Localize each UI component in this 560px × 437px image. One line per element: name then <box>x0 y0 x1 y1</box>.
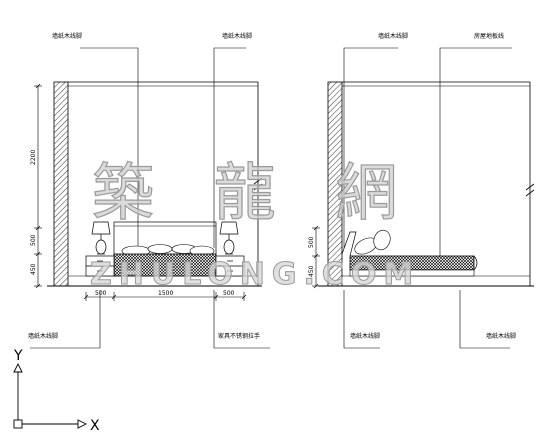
leader-right-bottom-left <box>343 290 380 349</box>
right-elevation: 500 450 墙纸木线脚 房屋地板线 墙纸木线脚 墙纸木线脚 <box>308 32 535 349</box>
leader-bottom-left <box>30 290 101 349</box>
leader-right-top-left <box>343 47 398 248</box>
left-horizontal-dims <box>83 292 247 301</box>
side-pillows <box>354 229 391 255</box>
nightstand-left <box>85 255 115 277</box>
leader-right-top-right <box>439 47 512 256</box>
ucs-x-label: X <box>90 418 100 434</box>
left-wall-hatch <box>53 81 69 287</box>
left-elevation: 2200 500 450 500 1500 500 墙纸木线脚 墙纸木线脚 墙纸… <box>28 32 270 349</box>
right-dim-height-450: 450 <box>308 265 315 277</box>
leader-right-bottom-right <box>459 290 510 349</box>
lamp-left <box>91 221 111 255</box>
dim-height-450: 450 <box>30 263 37 275</box>
dim-width-500-right: 500 <box>223 290 235 297</box>
dim-height-500: 500 <box>30 234 37 246</box>
label-left-top-right: 墙纸木线脚 <box>222 32 252 40</box>
label-left-bottom-left: 墙纸木线脚 <box>28 332 58 340</box>
label-right-top-left: 墙纸木线脚 <box>378 32 408 40</box>
headboard-profile <box>341 231 357 257</box>
left-vertical-dims <box>34 83 42 289</box>
leader-top-left <box>80 47 139 248</box>
bed-base <box>349 269 475 277</box>
watermark-chinese: 築 龍 網 <box>92 156 417 229</box>
dim-height-2200: 2200 <box>30 150 37 165</box>
ucs-y-label: Y <box>13 348 23 364</box>
ucs-icon <box>13 362 88 429</box>
label-right-top-right: 房屋地板线 <box>474 32 504 40</box>
label-left-top-left: 墙纸木线脚 <box>52 32 82 40</box>
label-left-bottom-right: 家具不锈钢拉手 <box>218 332 260 340</box>
right-vertical-dims <box>312 225 320 289</box>
lamp-right <box>219 221 239 255</box>
dim-width-1500: 1500 <box>158 290 173 297</box>
label-right-bottom-right: 墙纸木线脚 <box>486 332 516 340</box>
dim-width-500-left: 500 <box>95 290 107 297</box>
label-right-bottom-left: 墙纸木线脚 <box>350 332 380 340</box>
leader-bottom-right <box>213 290 270 349</box>
nightstand-right <box>215 255 245 277</box>
pillows <box>121 244 215 257</box>
watermark-latin: ZHULONG.COM <box>90 257 420 292</box>
leader-top-right <box>213 47 246 248</box>
right-dim-height-500: 500 <box>308 236 315 248</box>
